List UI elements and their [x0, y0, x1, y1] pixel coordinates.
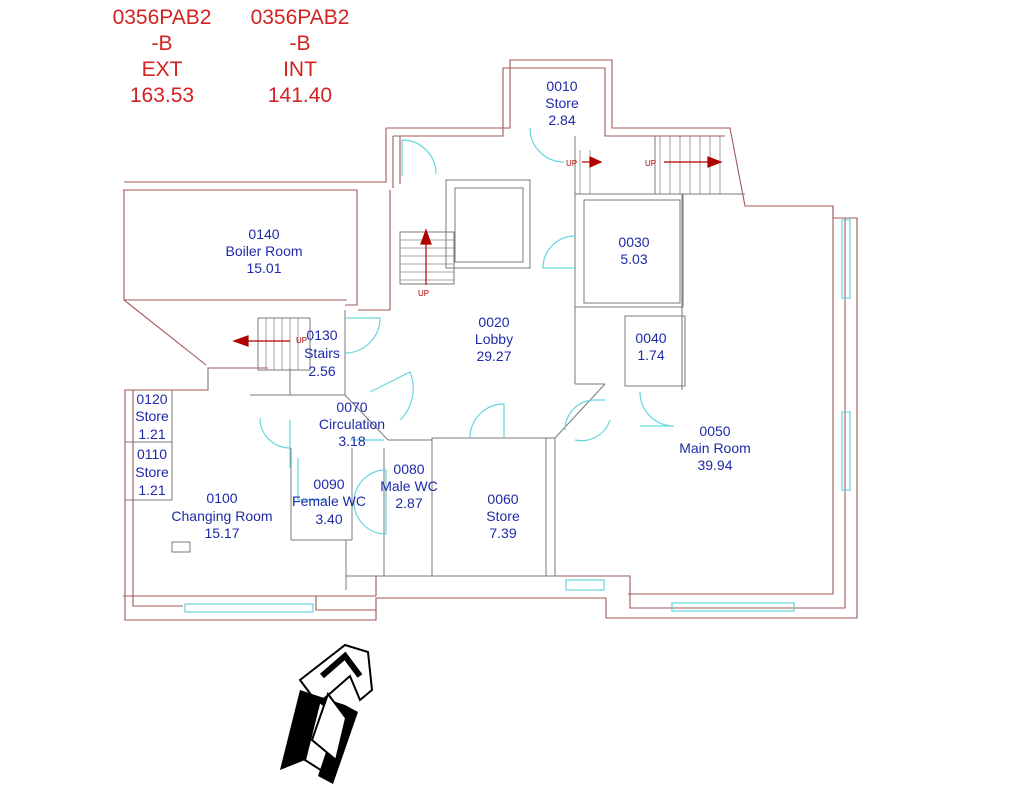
header-ext-line-1: 0356PAB2: [113, 6, 212, 29]
windows: [184, 219, 851, 613]
room-name: Main Room: [679, 440, 751, 456]
room-id: 0030: [618, 234, 649, 250]
room-area: 2.87: [395, 495, 422, 511]
arrow-left-icon: [232, 335, 249, 347]
room-name: Female WC: [292, 493, 366, 509]
arrow-right-icon: [707, 156, 723, 168]
arrow-right-icon: [589, 156, 603, 168]
room-name: Store: [486, 508, 520, 524]
room-area: 3.40: [315, 511, 342, 527]
room-0020: 0020 Lobby 29.27: [475, 314, 513, 364]
outer-walls: [123, 59, 858, 621]
room-id: 0020: [478, 314, 509, 330]
room-area: 15.17: [204, 525, 239, 541]
room-area: 39.94: [697, 457, 732, 473]
stair-up-label: UP: [566, 159, 577, 168]
header-int: 0356PAB2 -B INT 141.40: [251, 6, 350, 107]
room-0130: 0130 Stairs 2.56: [304, 327, 340, 379]
header-ext-line-2: -B: [152, 32, 173, 55]
room-0040: 0040 1.74: [635, 330, 666, 363]
header-ext-line-4: 163.53: [130, 84, 194, 107]
room-name: Stairs: [304, 345, 340, 361]
room-id: 0070: [336, 399, 367, 415]
room-id: 0040: [635, 330, 666, 346]
room-name: Changing Room: [171, 508, 272, 524]
header-int-line-2: -B: [290, 32, 311, 55]
room-area: 2.56: [308, 363, 335, 379]
room-id: 0080: [393, 461, 424, 477]
room-name: Circulation: [319, 416, 385, 432]
header-int-line-4: 141.40: [268, 84, 332, 107]
room-area: 1.21: [138, 482, 165, 498]
room-name: Store: [135, 408, 169, 424]
room-area: 7.39: [489, 525, 516, 541]
doors: [259, 127, 675, 535]
room-area: 15.01: [246, 260, 281, 276]
room-area: 1.21: [138, 426, 165, 442]
room-id: 0120: [136, 391, 167, 407]
interior-walls: [125, 136, 745, 590]
room-id: 0050: [699, 423, 730, 439]
room-name: Boiler Room: [225, 243, 302, 259]
room-id: 0090: [313, 476, 344, 492]
room-name: Lobby: [475, 331, 513, 347]
room-id: 0010: [546, 78, 577, 94]
room-name: Male WC: [380, 478, 438, 494]
header-int-line-3: INT: [283, 58, 317, 81]
room-0140: 0140 Boiler Room 15.01: [225, 226, 302, 276]
header-ext-line-3: EXT: [142, 58, 183, 81]
stair-up-label: UP: [418, 289, 429, 298]
stairs: [257, 136, 721, 371]
arrow-up-icon: [420, 228, 432, 245]
room-area: 5.03: [620, 251, 647, 267]
room-0060: 0060 Store 7.39: [486, 491, 520, 541]
room-0030: 0030 5.03: [618, 234, 649, 267]
room-area: 2.84: [548, 112, 575, 128]
room-name: Store: [545, 95, 579, 111]
stair-up-label: UP: [645, 159, 656, 168]
room-0090: 0090 Female WC 3.40: [292, 476, 366, 527]
room-id: 0130: [306, 327, 337, 343]
room-0080: 0080 Male WC 2.87: [380, 461, 438, 511]
room-0050: 0050 Main Room 39.94: [679, 423, 751, 473]
stair-up-label: UP: [296, 336, 307, 345]
room-id: 0110: [137, 446, 167, 462]
north-arrow-icon: [280, 643, 374, 784]
room-0100: 0100 Changing Room 15.17: [171, 490, 272, 541]
room-area: 29.27: [476, 348, 511, 364]
header-ext: 0356PAB2 -B EXT 163.53: [113, 6, 212, 107]
room-area: 3.18: [338, 433, 365, 449]
stair-arrows: UP UP UP UP: [232, 156, 723, 347]
room-area: 1.74: [637, 347, 664, 363]
room-name: Store: [135, 464, 169, 480]
room-0010: 0010 Store 2.84: [545, 78, 579, 128]
room-id: 0060: [487, 491, 518, 507]
header-int-line-1: 0356PAB2: [251, 6, 350, 29]
room-0110: 0110 Store 1.21: [135, 446, 169, 498]
room-0120: 0120 Store 1.21: [135, 391, 169, 442]
room-id: 0140: [248, 226, 279, 242]
room-id: 0100: [206, 490, 237, 506]
room-0070: 0070 Circulation 3.18: [319, 399, 385, 449]
